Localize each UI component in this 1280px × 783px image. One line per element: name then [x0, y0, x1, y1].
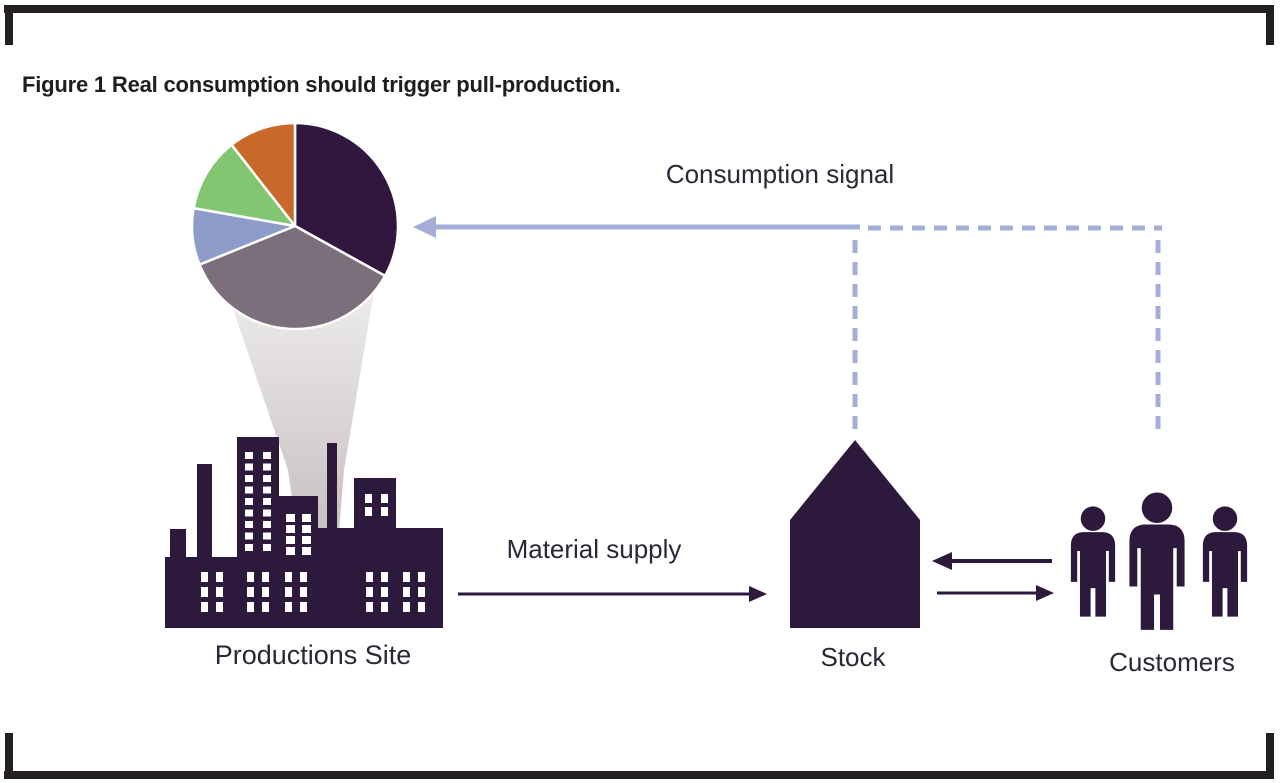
consumption-signal-label: Consumption signal [665, 159, 895, 189]
factory-mid-building-windows [286, 514, 311, 555]
person-icon-middle [1129, 492, 1185, 630]
frame-bottom-bar [4, 771, 1274, 779]
arrow-customers-to-stock [932, 552, 1052, 570]
factory-tall-building-windows [245, 452, 271, 551]
arrow-stock-to-customers [937, 585, 1054, 601]
material-supply-label: Material supply [506, 534, 682, 564]
figure-title: Figure 1 Real consumption should trigger… [22, 72, 621, 97]
material-supply-arrowhead [749, 586, 767, 602]
arrow-customers-to-stock-head [932, 552, 952, 570]
frame-top-right-stub [1266, 5, 1274, 45]
factory-windows [201, 452, 425, 612]
pie-slice-green [192, 143, 297, 228]
consumption-signal-arrowhead [413, 216, 436, 238]
person-icon-right [1202, 506, 1248, 617]
pie-slice-dark-purple [293, 121, 400, 278]
factory-base-windows [201, 572, 425, 612]
frame-top-left-stub [5, 5, 13, 45]
production-site-label: Productions Site [214, 640, 412, 670]
pie-beam [219, 268, 378, 556]
pie-chart [190, 121, 400, 331]
person-icon-left [1070, 506, 1116, 617]
frame-bottom-right-stub [1266, 733, 1274, 773]
consumption-signal-arrow [413, 216, 860, 238]
pie-slice-gray [198, 224, 387, 331]
factory-right-building-windows [365, 494, 388, 516]
frame-top-bar [4, 5, 1274, 13]
stock-house-icon [790, 440, 920, 628]
frame-bottom-left-stub [5, 733, 13, 773]
material-supply-arrow [458, 586, 767, 602]
pie-slice-orange [230, 121, 297, 228]
page-frame [4, 5, 1274, 779]
customers-label: Customers [1109, 647, 1235, 677]
pie-chart-slices [190, 121, 400, 331]
stock-label: Stock [820, 642, 886, 672]
arrow-stock-to-customers-head [1036, 585, 1054, 601]
customers-icon [1070, 492, 1248, 630]
